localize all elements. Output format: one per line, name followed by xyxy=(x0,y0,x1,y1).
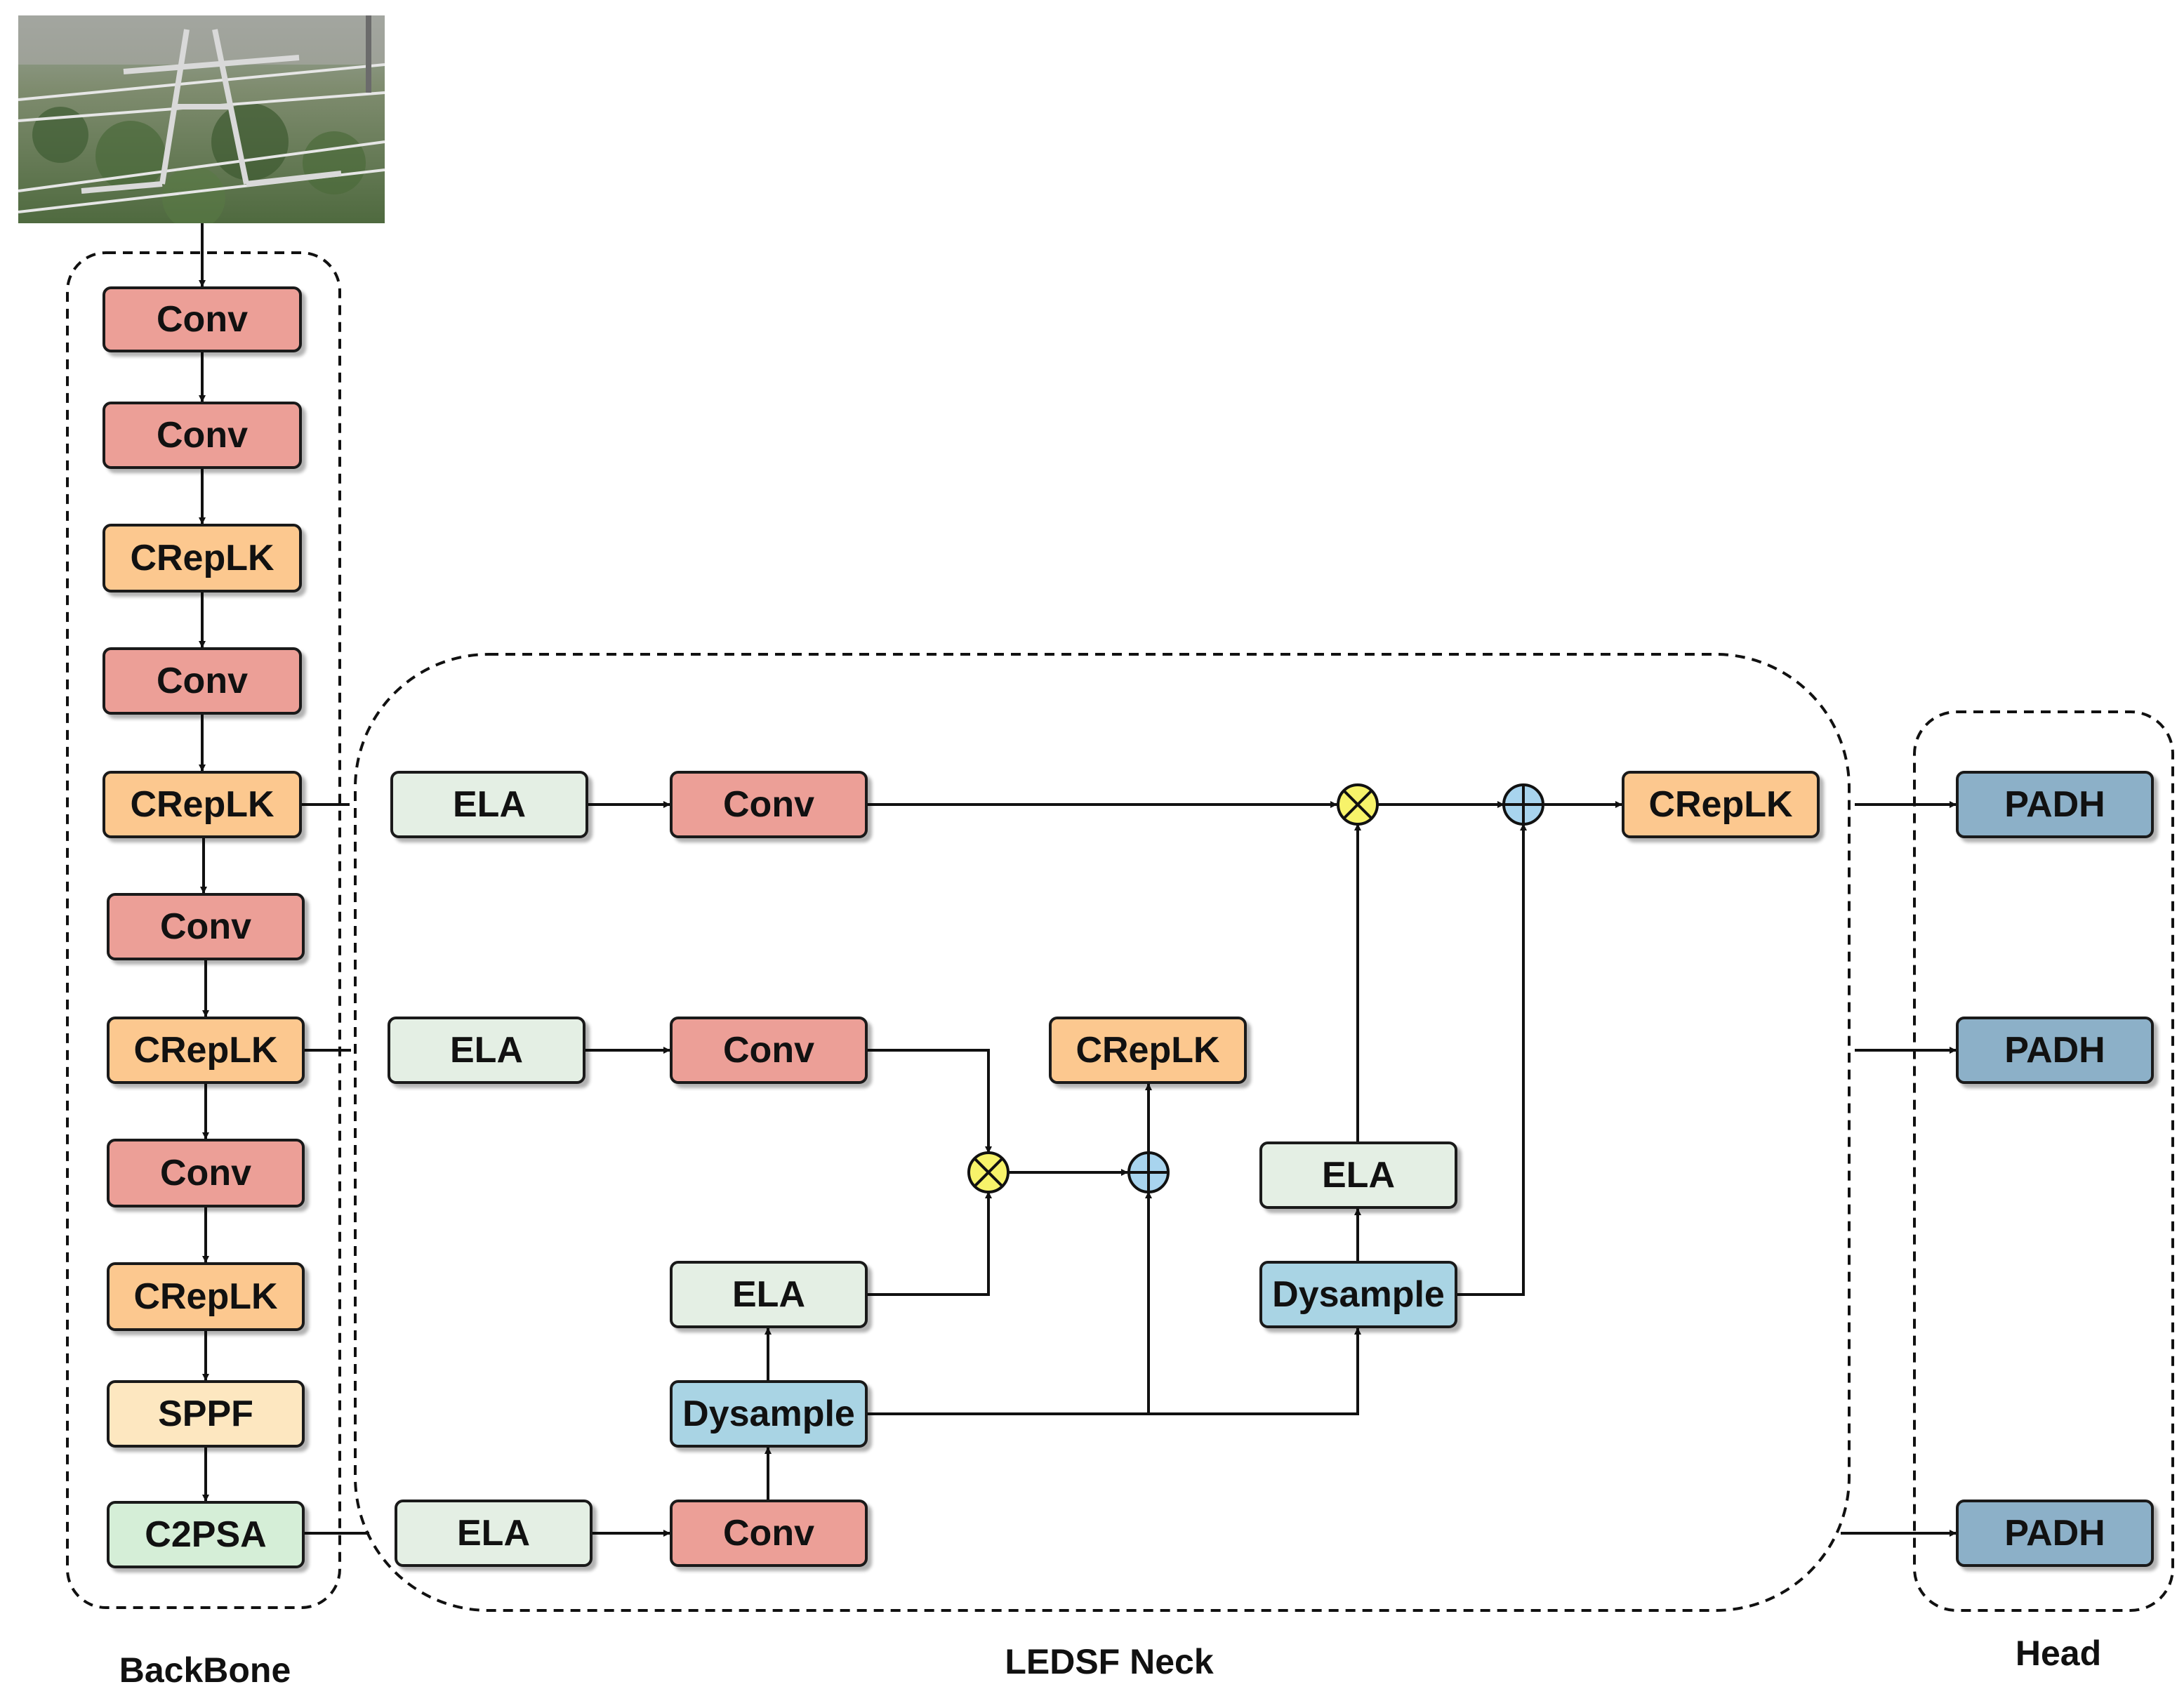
backbone-crepLK-1: CRepLK xyxy=(102,524,302,593)
head-padh-1: PADH xyxy=(1956,771,2154,838)
neck-bottom-conv: Conv xyxy=(670,1500,868,1567)
backbone-label: BackBone xyxy=(119,1650,291,1690)
backbone-conv-2: Conv xyxy=(102,402,302,469)
backbone-frame xyxy=(66,251,341,1609)
arrow-rdys-to-add xyxy=(1456,823,1527,1296)
head-label: Head xyxy=(2015,1634,2102,1673)
backbone-sppf: SPPF xyxy=(107,1380,305,1448)
backbone-conv-3: Conv xyxy=(102,647,302,715)
backbone-c2psa: C2PSA xyxy=(107,1501,305,1568)
add-operator-middle xyxy=(1127,1151,1170,1193)
neck-middle-ela: ELA xyxy=(388,1017,585,1084)
multiply-operator-top xyxy=(1337,783,1379,826)
backbone-crepLK-4: CRepLK xyxy=(107,1262,305,1331)
backbone-conv-1: Conv xyxy=(102,286,302,352)
neck-left-dysample: Dysample xyxy=(670,1380,868,1448)
head-padh-3: PADH xyxy=(1956,1500,2154,1567)
neck-label: LEDSF Neck xyxy=(1005,1642,1214,1681)
power-line-tower-photo xyxy=(18,15,385,223)
backbone-conv-4: Conv xyxy=(107,893,305,960)
backbone-conv-5: Conv xyxy=(107,1139,305,1207)
neck-right-dysample: Dysample xyxy=(1259,1261,1457,1328)
neck-bottom-ela: ELA xyxy=(395,1500,593,1567)
arrow-dys-to-add xyxy=(866,1191,1152,1415)
neck-middle-conv: Conv xyxy=(670,1017,868,1084)
arrow-ela-to-mul xyxy=(866,1191,992,1296)
backbone-crepLK-3: CRepLK xyxy=(107,1017,305,1084)
head-frame xyxy=(1913,710,2174,1612)
neck-right-ela: ELA xyxy=(1259,1141,1457,1209)
add-operator-top xyxy=(1502,783,1544,826)
arrow-mid-conv-mul xyxy=(866,1049,992,1153)
neck-top-crepLK: CRepLK xyxy=(1622,771,1820,838)
multiply-operator-middle xyxy=(967,1151,1010,1193)
neck-frame xyxy=(354,653,1851,1612)
neck-top-ela: ELA xyxy=(390,771,588,838)
head-padh-2: PADH xyxy=(1956,1017,2154,1084)
input-image xyxy=(18,15,385,223)
backbone-crepLK-2: CRepLK xyxy=(102,771,302,838)
neck-left-ela: ELA xyxy=(670,1261,868,1328)
neck-top-conv: Conv xyxy=(670,771,868,838)
arrow-dys-to-right-dys xyxy=(1149,1328,1361,1415)
neck-middle-crepLK: CRepLK xyxy=(1049,1017,1247,1084)
